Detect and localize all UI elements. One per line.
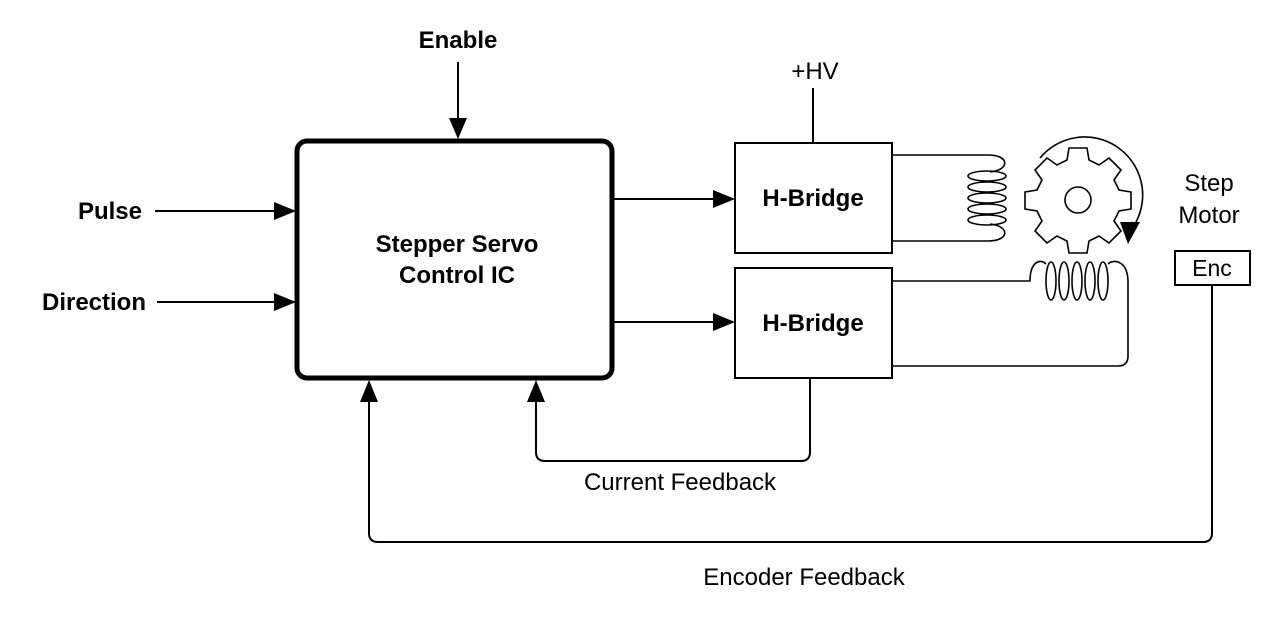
- direction-arrowhead: [274, 293, 296, 311]
- encoder-feedback-label: Encoder Feedback: [703, 564, 905, 591]
- rotation-arrow-icon: [1039, 136, 1144, 244]
- control-ic-label-line2: Control IC: [399, 262, 515, 289]
- motor-coil-2: [892, 260, 1129, 367]
- enable-arrowhead: [449, 118, 467, 139]
- h-bridge-2-label: H-Bridge: [762, 310, 863, 337]
- current-feedback-line: [535, 378, 811, 462]
- h-bridge-2-box: [734, 267, 893, 379]
- encoder-feedback-line: [368, 285, 1213, 543]
- pulse-arrowhead: [274, 202, 296, 220]
- step-motor-label-line1: Step: [1184, 170, 1233, 197]
- direction-label: Direction: [42, 289, 146, 316]
- control-ic-label-line1: Stepper Servo: [376, 231, 539, 258]
- motor-coil-1: [892, 154, 1007, 242]
- ic-to-bridge1-arrowhead: [713, 190, 735, 208]
- h-bridge-1-label: H-Bridge: [762, 185, 863, 212]
- current-feedback-arrowhead: [527, 380, 545, 402]
- current-feedback-label: Current Feedback: [584, 469, 777, 496]
- pulse-label: Pulse: [78, 198, 142, 225]
- encoder-feedback-arrowhead: [360, 380, 378, 402]
- enable-label: Enable: [419, 27, 498, 54]
- h-bridge-1-box: [734, 142, 893, 254]
- step-motor-label-line2: Motor: [1178, 202, 1239, 229]
- encoder-box: [1174, 250, 1251, 286]
- control-ic-box: [294, 138, 615, 381]
- encoder-label: Enc: [1192, 255, 1232, 281]
- gear-icon: [1024, 147, 1132, 254]
- hv-supply-label: +HV: [791, 58, 838, 85]
- ic-to-bridge2-arrowhead: [713, 313, 735, 331]
